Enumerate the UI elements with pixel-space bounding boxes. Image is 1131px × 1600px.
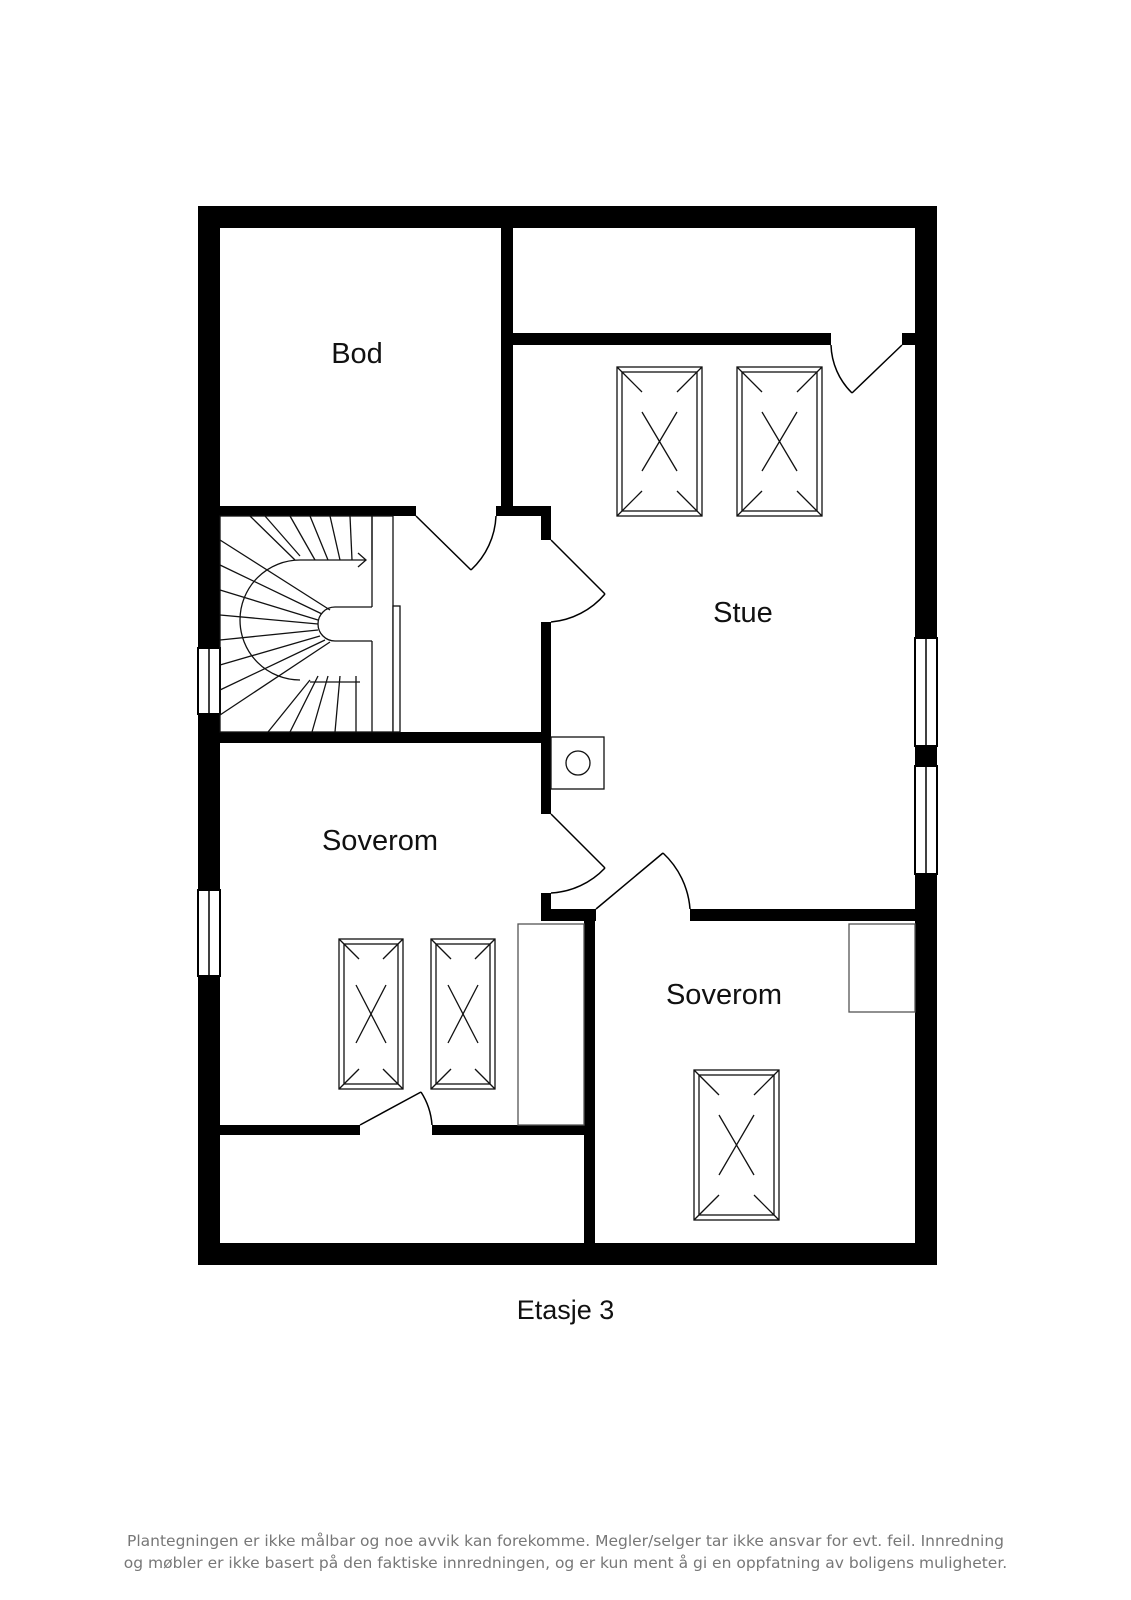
skylight-soverom-right: [693, 1069, 780, 1221]
wardrobe-soverom-right: [848, 923, 916, 1013]
window-left-soverom: [197, 889, 221, 977]
skylight-stue-2: [736, 366, 823, 517]
disclaimer-line-2: og møbler er ikke basert på den faktiske…: [123, 1554, 1008, 1572]
floor-label: Etasje 3: [516, 1295, 615, 1325]
room-label-soverom-left: Soverom: [322, 825, 438, 857]
room-label-bod: Bod: [331, 338, 383, 370]
room-label-soverom-right: Soverom: [666, 979, 782, 1011]
door-soverom-left: [550, 813, 606, 894]
door-stue-hall-upper: [550, 539, 606, 623]
doors: [359, 344, 903, 1126]
door-soverom-right: [595, 852, 691, 910]
skylight-stue-1: [616, 366, 703, 517]
cabinets: [517, 923, 916, 1126]
window-right-stue-lower: [914, 765, 938, 875]
door-stue-top: [830, 344, 903, 394]
disclaimer-line-1: Plantegningen er ikke målbar og noe avvi…: [126, 1532, 1005, 1550]
skylight-soverom-left-2: [430, 938, 496, 1090]
skylight-soverom-left-1: [338, 938, 404, 1090]
door-storage-bottom: [359, 1091, 433, 1126]
disclaimer: Plantegningen er ikke målbar og noe avvi…: [20, 1530, 1111, 1574]
chimney: [550, 736, 605, 790]
interior-walls: [220, 228, 915, 1243]
staircase: [219, 515, 401, 733]
window-left-stair: [197, 647, 221, 715]
door-bod: [415, 515, 497, 571]
window-right-stue-upper: [914, 637, 938, 747]
wardrobe-soverom-left: [517, 923, 585, 1126]
skylights: [338, 366, 823, 1221]
room-label-stue: Stue: [713, 597, 773, 629]
windows: [197, 637, 938, 977]
